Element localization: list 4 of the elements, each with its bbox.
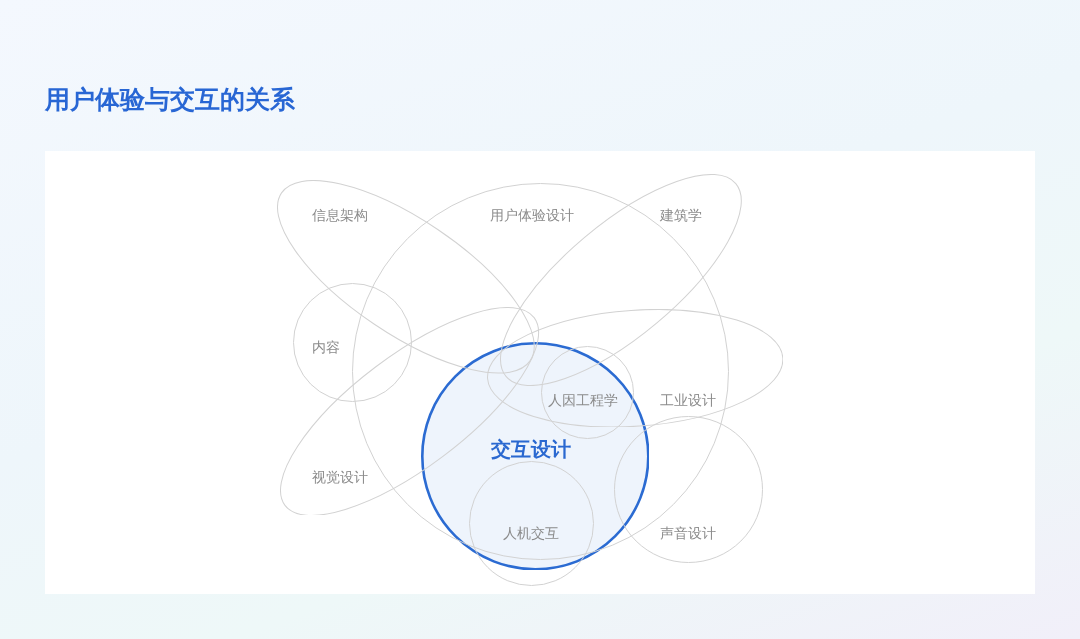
venn-circle: 声音设计 — [613, 415, 763, 563]
page-title: 用户体验与交互的关系 — [45, 84, 295, 116]
venn-circle: 内容 — [292, 282, 412, 402]
venn-circle: 人机交互 — [468, 460, 594, 586]
